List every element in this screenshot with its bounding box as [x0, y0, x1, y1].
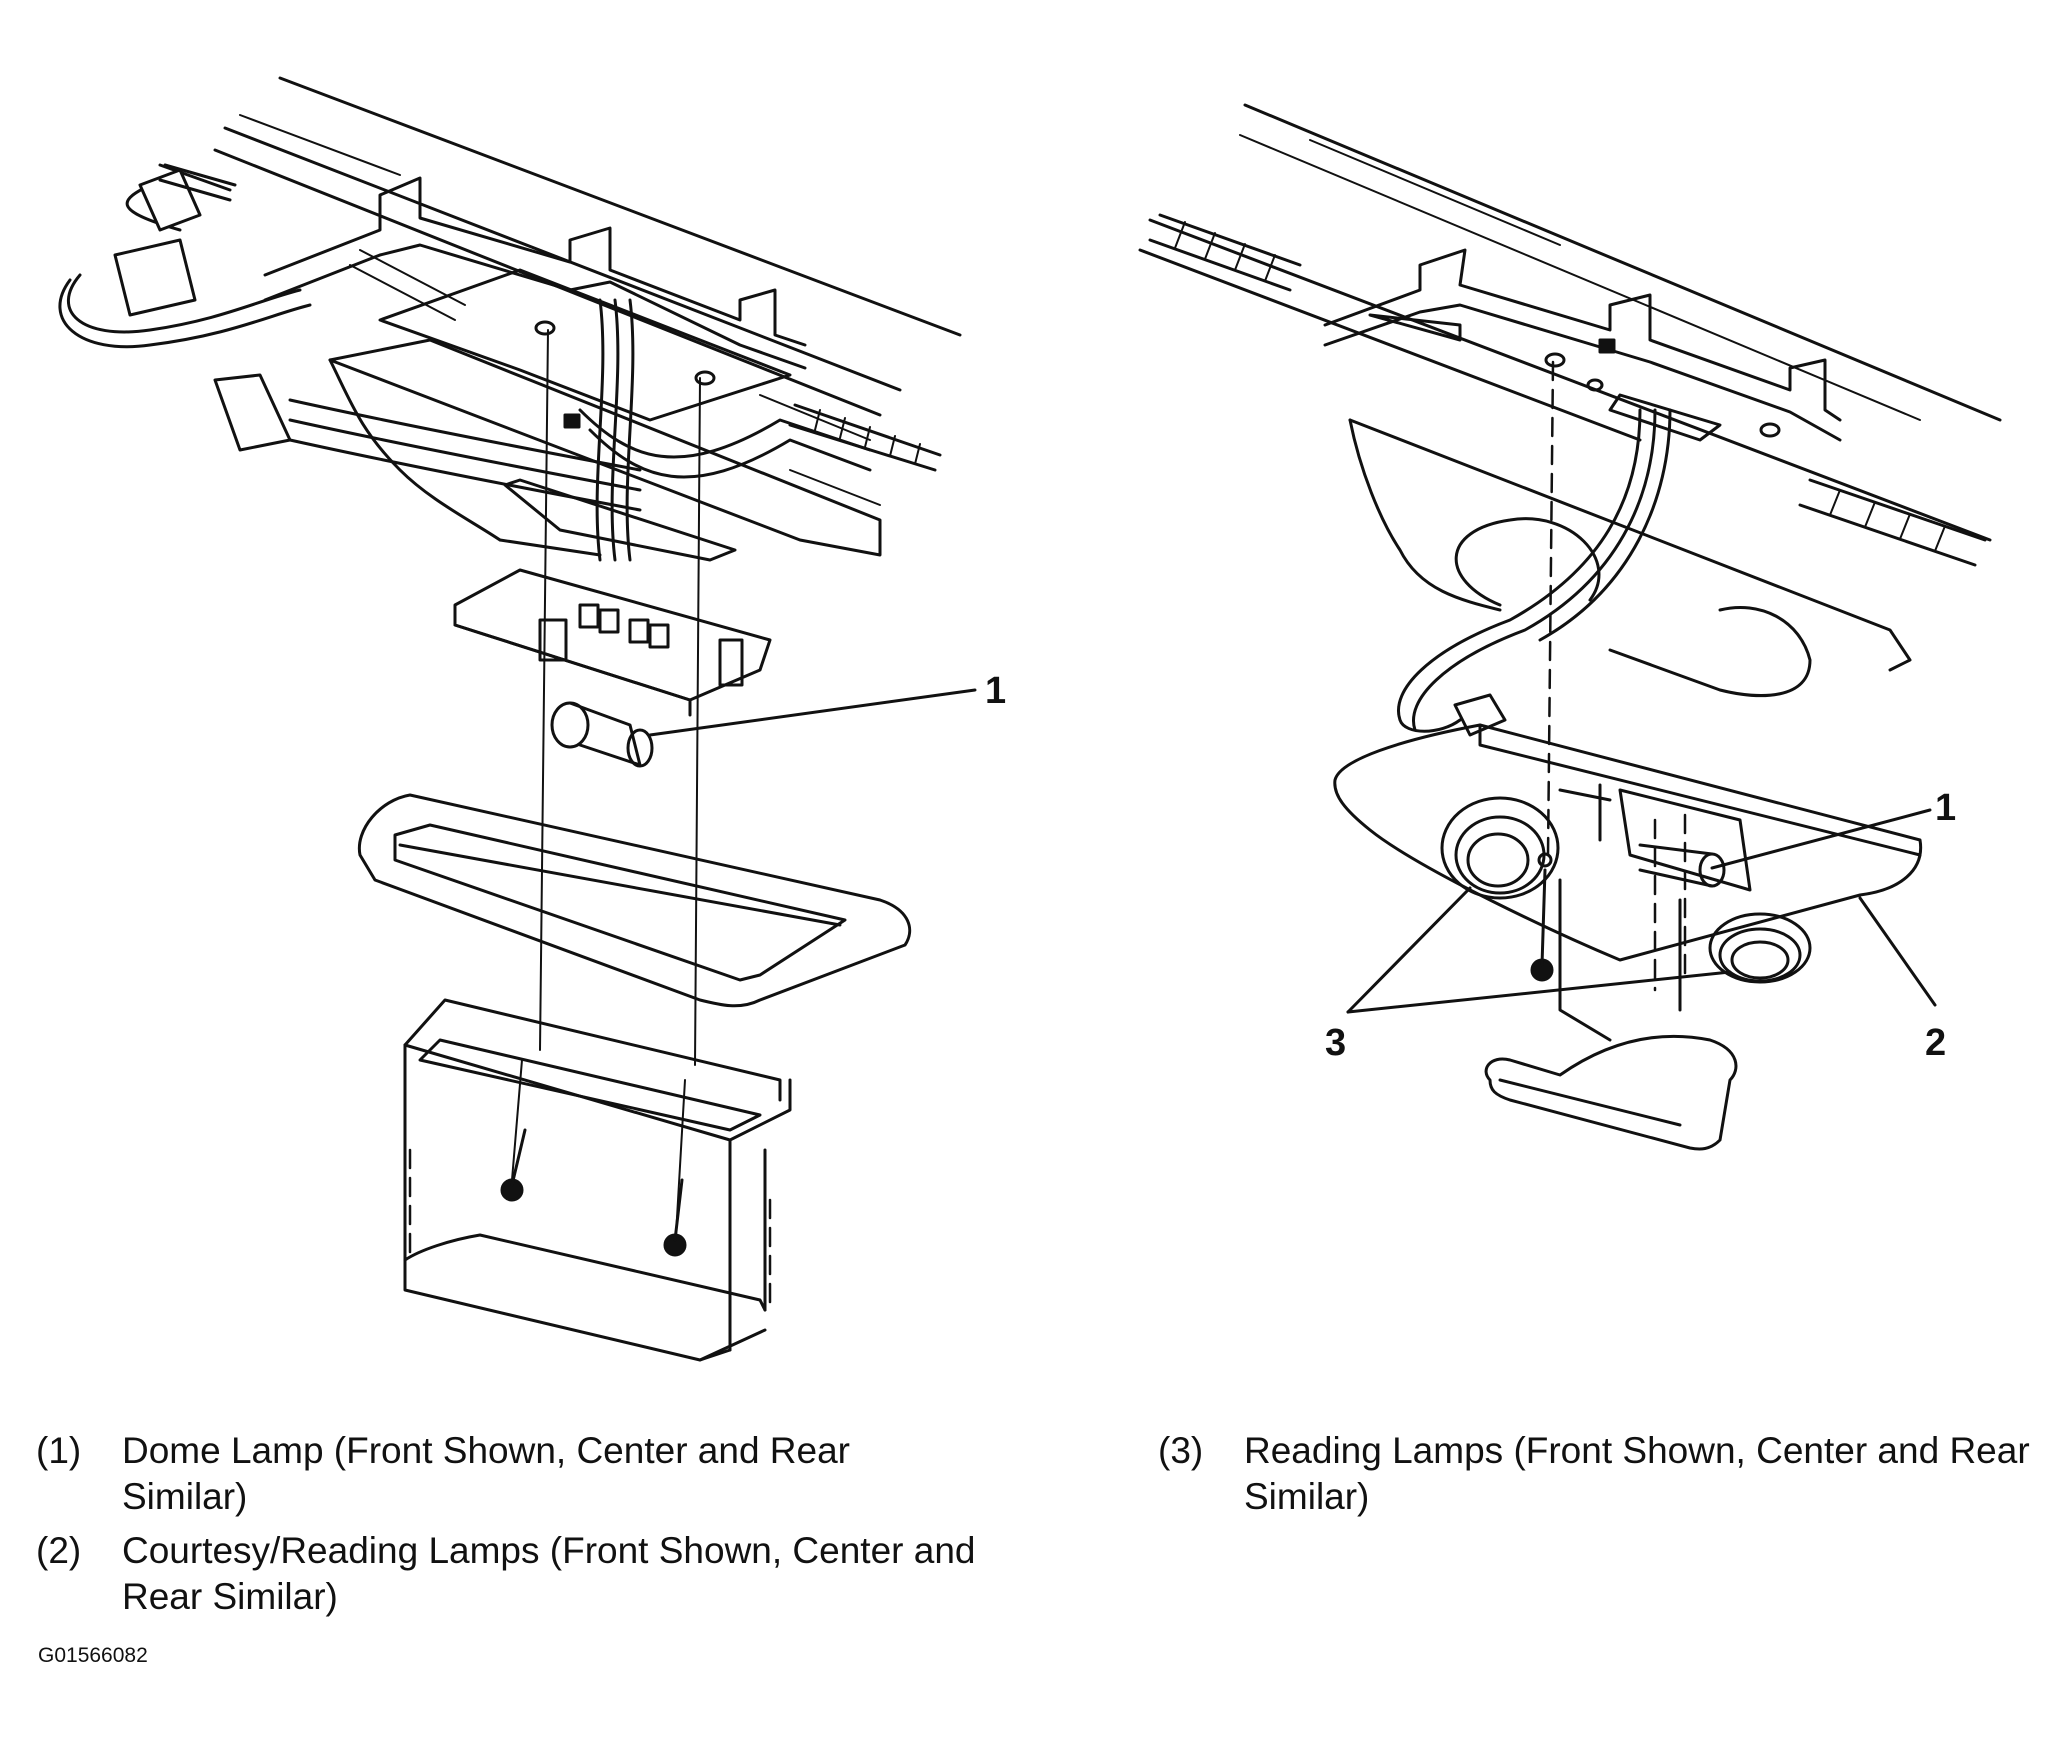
legend-text: Dome Lamp (Front Shown, Center and Rear … [122, 1430, 851, 1517]
roof-panel-lines-left [213, 76, 962, 506]
callout-leader-right-2 [1858, 896, 1937, 1007]
legend-left: (1) Dome Lamp (Front Shown, Center and R… [36, 1428, 976, 1628]
callout-number-right-2: 2 [1925, 1022, 1946, 1064]
wiring-harness-left [58, 163, 872, 562]
legend-number: (3) [1158, 1430, 1204, 1471]
callout-leader-right-3 [1346, 886, 1732, 1014]
legend-number: (1) [36, 1430, 82, 1471]
headliner-right [1348, 418, 1912, 698]
callout-number-right-3: 3 [1325, 1022, 1346, 1064]
screw-left-1 [500, 1128, 527, 1202]
alignment-lines-left [408, 329, 772, 1312]
reading-lamp-lens-left [1440, 796, 1560, 900]
conduit-right [1148, 213, 1987, 567]
callout-leader-left-1 [648, 688, 977, 737]
legend-text: Reading Lamps (Front Shown, Center and R… [1244, 1430, 2030, 1517]
headliner-left [328, 338, 882, 557]
wiring-harness-right [1397, 408, 1672, 737]
lamp-base-left [453, 568, 772, 717]
callout-leader-right-1 [1710, 808, 1932, 870]
dome-bulb [550, 701, 654, 768]
lamp-housing-left [403, 998, 792, 1362]
reading-bulb [1638, 843, 1726, 888]
screw-right [1530, 852, 1554, 982]
screw-left-2 [663, 1178, 687, 1257]
legend-right: (3) Reading Lamps (Front Shown, Center a… [1158, 1428, 2038, 1528]
roof-panel-lines-right [1138, 103, 2002, 542]
legend-item-2: (2) Courtesy/Reading Lamps (Front Shown,… [36, 1528, 976, 1620]
callout-number-right-1: 1 [1935, 787, 1956, 829]
legend-item-1: (1) Dome Lamp (Front Shown, Center and R… [36, 1428, 976, 1520]
reading-lamp-panel [1333, 723, 1923, 962]
headliner-cutout-left [503, 478, 737, 562]
legend-text: Courtesy/Reading Lamps (Front Shown, Cen… [122, 1530, 976, 1617]
conduit-left [158, 163, 942, 472]
lamp-lens-left [357, 793, 912, 1008]
dome-lamp-illustration: 1 [58, 76, 1006, 1362]
lamp-housing-right [1484, 878, 1738, 1151]
callout-number-left-1: 1 [985, 670, 1006, 712]
legend-number: (2) [36, 1530, 82, 1571]
figure-id: G01566082 [38, 1644, 148, 1667]
reading-lamp-lens-right [1708, 912, 1812, 984]
alignment-lines-right [1546, 360, 1687, 992]
legend-item-3: (3) Reading Lamps (Front Shown, Center a… [1158, 1428, 2038, 1520]
roof-bracket-left [263, 176, 807, 422]
reading-lamps-illustration: 1 2 3 [1138, 103, 2002, 1151]
